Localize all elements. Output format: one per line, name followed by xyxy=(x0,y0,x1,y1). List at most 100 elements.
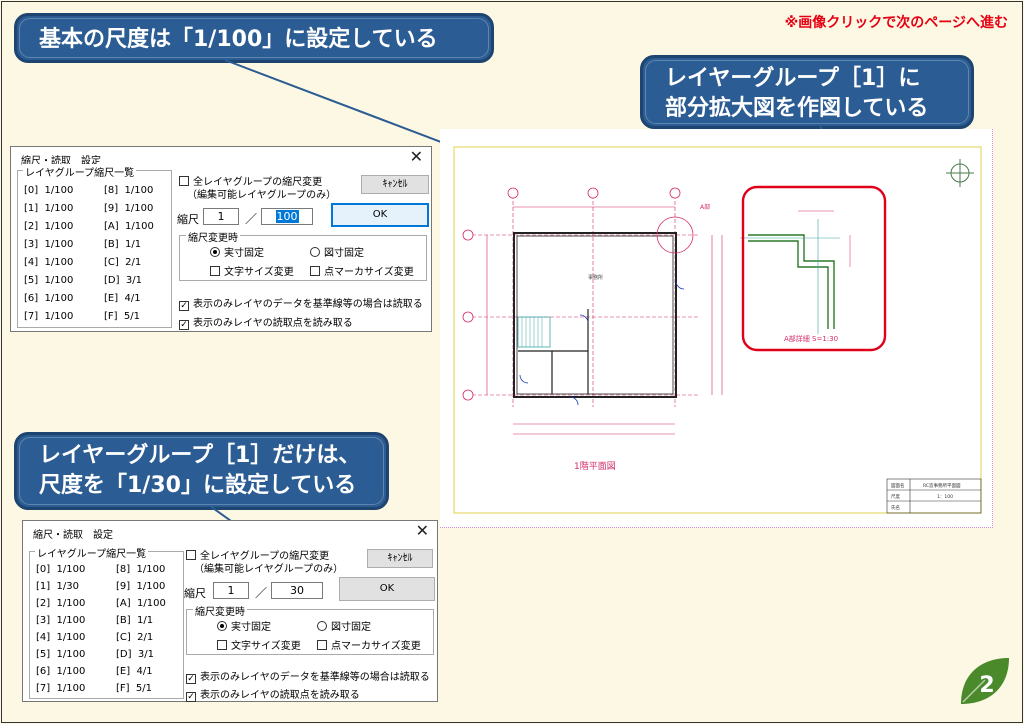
callout-scale-1-30-line1: レイヤーグループ［1］だけは、 xyxy=(39,443,361,468)
checkbox-label: 全レイヤグループの縮尺変更 xyxy=(200,551,330,562)
list-item: [5] 1/100 xyxy=(24,275,74,286)
list-item: [8] 1/100 xyxy=(104,185,154,196)
checkbox-read-display-layer[interactable]: ✓表示のみレイヤのデータを基準線等の場合は読取る xyxy=(179,299,423,311)
scale-label: 縮尺 xyxy=(177,213,199,226)
checkbox-text-size[interactable]: 文字サイズ変更 xyxy=(217,637,301,652)
list-item: [C] 2/1 xyxy=(116,632,154,643)
list-item: [4] 1/100 xyxy=(24,257,74,268)
title-block-key-0: 図面名 xyxy=(891,482,905,489)
close-icon[interactable]: ✕ xyxy=(415,521,429,540)
scale-dialog-bottom: 縮尺・読取 設定 ✕ レイヤグループ縮尺一覧 [0] 1/100 [1] 1/3… xyxy=(22,520,438,702)
list-item: [9] 1/100 xyxy=(104,203,154,214)
list-item: [9] 1/100 xyxy=(116,581,166,592)
checkbox-marker-size[interactable]: 点マーカサイズ変更 xyxy=(310,263,414,278)
scale-denominator-input[interactable]: 100 xyxy=(261,208,313,225)
checkbox-read-points[interactable]: ✓表示のみレイヤの読取点を読み取る xyxy=(186,690,360,702)
list-item: [1] 1/30 xyxy=(36,581,79,592)
checkbox-box[interactable] xyxy=(186,550,196,560)
scale-numerator-input[interactable]: 1 xyxy=(213,582,249,599)
list-item: [C] 2/1 xyxy=(104,257,142,268)
callout-scale-1-30-line2: 尺度を「1/30」に設定している xyxy=(39,472,357,498)
list-item: [2] 1/100 xyxy=(24,221,74,232)
title-block-key-2: 氏名 xyxy=(891,504,900,511)
ok-button[interactable]: OK xyxy=(339,577,435,601)
list-item: [4] 1/100 xyxy=(36,632,86,643)
page-number-badge: 2 xyxy=(961,658,1009,704)
scale-label: 縮尺 xyxy=(184,587,206,600)
scale-denominator-input[interactable]: 30 xyxy=(271,582,323,599)
scale-dialog-top: 縮尺・読取 設定 ✕ レイヤグループ縮尺一覧 [0] 1/100 [1] 1/1… xyxy=(10,146,432,332)
cancel-button[interactable]: ｷｬﾝｾﾙ xyxy=(361,175,429,194)
list-item: [0] 1/100 xyxy=(24,185,74,196)
list-item: [7] 1/100 xyxy=(24,311,74,322)
cancel-button[interactable]: ｷｬﾝｾﾙ xyxy=(367,549,433,568)
scale-slash: ／ xyxy=(255,586,268,600)
scale-numerator-input[interactable]: 1 xyxy=(203,208,239,225)
detail-mark-label: A部 xyxy=(700,203,710,211)
cad-drawing: A部 事務所 1階平面図 A部詳細 S=1:30 図面名 RC造事務所平面図 xyxy=(453,146,982,514)
checkbox-box[interactable] xyxy=(179,176,189,186)
radio-real-size[interactable]: 実寸固定 xyxy=(210,244,264,259)
list-item: [A] 1/100 xyxy=(116,598,166,609)
checkbox-read-display-layer[interactable]: ✓表示のみレイヤのデータを基準線等の場合は読取る xyxy=(186,672,430,684)
callout-layer-group-line1: レイヤーグループ［1］に xyxy=(665,66,921,91)
scale-slash: ／ xyxy=(245,212,258,226)
all-group-scale-checkbox[interactable]: 全レイヤグループの縮尺変更 xyxy=(179,173,322,188)
list-item: [D] 3/1 xyxy=(116,649,154,660)
scale-denominator-value: 100 xyxy=(275,210,299,223)
all-group-scale-sub: （編集可能レイヤグループのみ） xyxy=(187,190,337,201)
checkbox-label: 全レイヤグループの縮尺変更 xyxy=(193,177,323,188)
callout-layer-group: レイヤーグループ［1］に 部分拡大図を作図している xyxy=(640,55,974,129)
page-number: 2 xyxy=(979,673,994,698)
layer-group-scale-list: レイヤグループ縮尺一覧 [0] 1/100 [1] 1/30 [2] 1/100… xyxy=(29,545,184,699)
group-title: 縮尺変更時 xyxy=(193,603,247,618)
list-item: [7] 1/100 xyxy=(36,683,86,694)
dialog-title: 縮尺・読取 設定 xyxy=(33,530,113,541)
callout-scale-1-30: レイヤーグループ［1］だけは、 尺度を「1/30」に設定している xyxy=(14,432,389,510)
callout-layer-group-line2: 部分拡大図を作図している xyxy=(665,95,929,121)
radio-figure-size[interactable]: 図寸固定 xyxy=(310,244,364,259)
list-item: [2] 1/100 xyxy=(36,598,86,609)
detail-title: A部詳細 S=1:30 xyxy=(784,334,838,343)
group-title: 縮尺変更時 xyxy=(186,229,240,244)
checkbox-marker-size[interactable]: 点マーカサイズ変更 xyxy=(317,637,421,652)
ok-button[interactable]: OK xyxy=(331,203,429,227)
list-item: [3] 1/100 xyxy=(24,239,74,250)
radio-figure-size[interactable]: 図寸固定 xyxy=(317,618,371,633)
list-item: [A] 1/100 xyxy=(104,221,154,232)
list-item: [3] 1/100 xyxy=(36,615,86,626)
callout-base-scale: 基本の尺度は「1/100」に設定している xyxy=(14,13,494,63)
title-block-key-1: 尺度 xyxy=(891,493,900,500)
plan-title: 1階平面図 xyxy=(574,461,616,472)
list-item: [F] 5/1 xyxy=(104,311,141,322)
scale-change-group: 縮尺変更時 実寸固定 図寸固定 文字サイズ変更 点マーカサイズ変更 xyxy=(179,229,427,281)
list-header: レイヤグループ縮尺一覧 xyxy=(35,545,149,560)
list-item: [5] 1/100 xyxy=(36,649,86,660)
all-group-scale-checkbox[interactable]: 全レイヤグループの縮尺変更 xyxy=(186,547,329,562)
next-page-hint[interactable]: ※画像クリックで次のページへ進む xyxy=(784,15,1008,31)
list-item: [0] 1/100 xyxy=(36,564,86,575)
list-header: レイヤグループ縮尺一覧 xyxy=(23,164,137,179)
title-block-val-1: 1：100 xyxy=(937,494,953,500)
radio-real-size[interactable]: 実寸固定 xyxy=(217,618,271,633)
dialog-title: 縮尺・読取 設定 xyxy=(21,156,101,167)
list-item: [F] 5/1 xyxy=(116,683,153,694)
cad-drawing-area[interactable]: A部 事務所 1階平面図 A部詳細 S=1:30 図面名 RC造事務所平面図 xyxy=(440,129,993,528)
list-item: [B] 1/1 xyxy=(116,615,154,626)
callout-base-scale-text: 基本の尺度は「1/100」に設定している xyxy=(39,27,438,52)
checkbox-read-points[interactable]: ✓表示のみレイヤの読取点を読み取る xyxy=(179,318,353,330)
list-item: [1] 1/100 xyxy=(24,203,74,214)
room-label: 事務所 xyxy=(588,274,603,281)
list-item: [6] 1/100 xyxy=(36,666,86,677)
all-group-scale-sub: （編集可能レイヤグループのみ） xyxy=(194,564,344,575)
list-item: [6] 1/100 xyxy=(24,293,74,304)
checkbox-text-size[interactable]: 文字サイズ変更 xyxy=(210,263,294,278)
list-item: [D] 3/1 xyxy=(104,275,142,286)
title-block-val-0: RC造事務所平面図 xyxy=(923,482,961,489)
list-item: [E] 4/1 xyxy=(104,293,141,304)
layer-group-scale-list: レイヤグループ縮尺一覧 [0] 1/100 [1] 1/100 [2] 1/10… xyxy=(17,164,172,328)
close-icon[interactable]: ✕ xyxy=(409,147,423,166)
list-item: [E] 4/1 xyxy=(116,666,153,677)
list-item: [B] 1/1 xyxy=(104,239,142,250)
list-item: [8] 1/100 xyxy=(116,564,166,575)
